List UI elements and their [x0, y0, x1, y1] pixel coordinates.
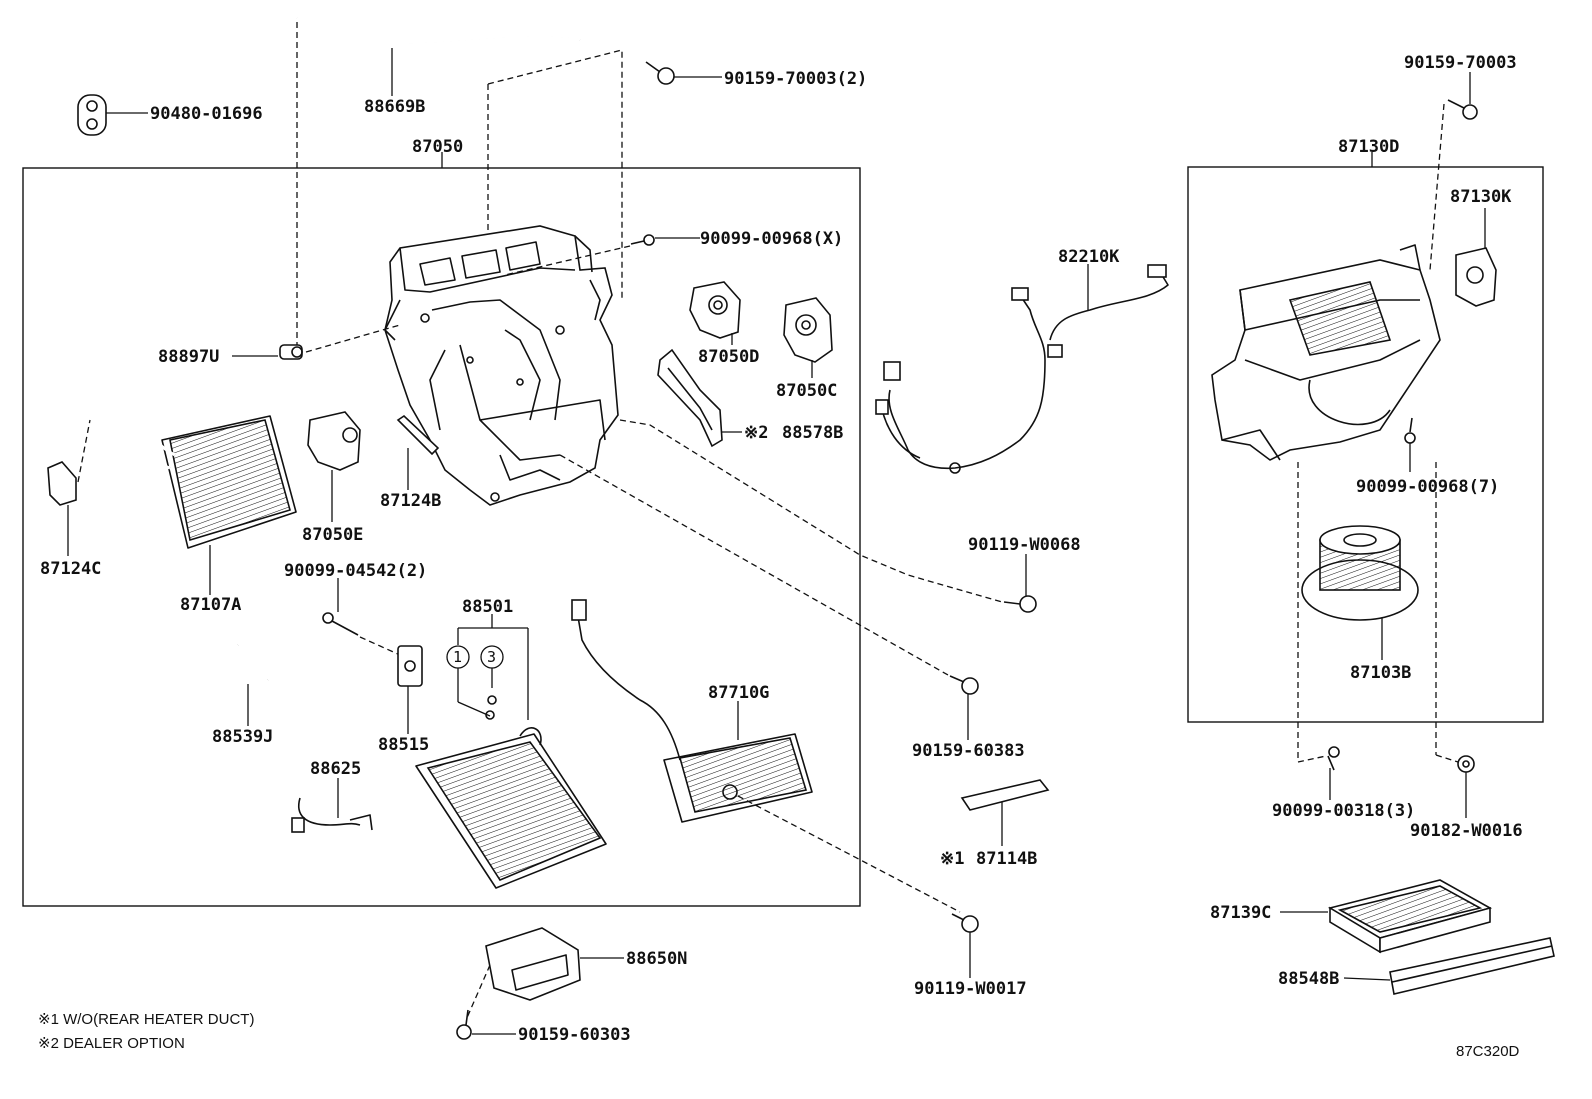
nut-icon — [1457, 755, 1475, 773]
right-assembly-box — [1187, 166, 1544, 723]
screw-icon — [630, 234, 655, 246]
flange-bolt-icon — [951, 913, 979, 933]
part-label: 88669B — [364, 97, 425, 117]
actuator-icon — [1455, 247, 1497, 307]
diagram-code: 87C320D — [1456, 1043, 1520, 1060]
assembly-label: 87050 — [412, 137, 463, 157]
wo-rear-duct-marker: ※1 — [940, 849, 964, 869]
seal-strip-icon — [396, 414, 440, 456]
part-label: 90159-70003 — [1404, 53, 1517, 73]
bolt-icon — [456, 1009, 472, 1040]
actuator-icon — [689, 281, 741, 339]
part-label: 87130K — [1450, 187, 1512, 207]
screw-icon — [1327, 746, 1340, 771]
part-label: 90119-W0017 — [914, 979, 1027, 999]
callout-number: 1 — [453, 648, 462, 666]
part-label: 88578B — [782, 423, 843, 443]
heater-core-icon — [63, 368, 297, 549]
servo-motor-icon — [783, 297, 833, 363]
heater-unit-case-icon — [384, 225, 619, 506]
part-label: 90159-70003(2) — [724, 69, 867, 89]
evaporator-icon — [415, 727, 607, 889]
part-label: 87124C — [40, 559, 101, 579]
part-label: 88548B — [1278, 969, 1339, 989]
cabin-filter-icon — [1327, 879, 1493, 954]
callout-circle — [480, 645, 504, 669]
long-bolt-icon — [322, 612, 359, 636]
part-label: 88539J — [212, 727, 273, 747]
footnote: ※1 W/O(REAR HEATER DUCT) — [38, 1011, 254, 1028]
screw-icon — [1404, 417, 1416, 444]
blower-motor-icon — [1301, 525, 1419, 621]
part-label: 87139C — [1210, 903, 1271, 923]
small-hose-icon — [233, 644, 270, 687]
part-label: 90159-60383 — [912, 741, 1025, 761]
assembly-label: 87130D — [1338, 137, 1399, 157]
part-label: 88501 — [462, 597, 513, 617]
grommet-icon — [77, 94, 107, 136]
dealer-option-marker: ※2 — [744, 423, 768, 443]
ptc-heater-icon — [571, 599, 813, 823]
flange-bolt-icon — [949, 675, 979, 695]
part-label: 87050D — [698, 347, 759, 367]
part-label: 90182-W0016 — [1410, 821, 1523, 841]
bolt-icon — [645, 61, 675, 85]
part-label: 87050E — [302, 525, 363, 545]
footnote: ※2 DEALER OPTION — [38, 1035, 185, 1052]
part-label: 87050C — [776, 381, 837, 401]
duct-clip-icon — [960, 779, 1050, 811]
part-label: 90480-01696 — [150, 104, 263, 124]
part-label: 87710G — [708, 683, 769, 703]
part-label: 90119-W0068 — [968, 535, 1081, 555]
part-label: 82210K — [1058, 247, 1120, 267]
callout-number: 3 — [487, 648, 496, 666]
part-label: 87124B — [380, 491, 441, 511]
damper-motor-icon — [307, 411, 361, 471]
part-label: 87103B — [1350, 663, 1411, 683]
part-label: 90099-00318(3) — [1272, 801, 1415, 821]
part-label: 88650N — [626, 949, 687, 969]
expansion-valve-icon — [397, 645, 423, 687]
part-label: 90099-00968(7) — [1356, 477, 1499, 497]
clip-icon — [279, 344, 303, 360]
part-label: 90099-04542(2) — [284, 561, 427, 581]
bracket-icon — [657, 348, 723, 448]
part-label: 88625 — [310, 759, 361, 779]
hose-icon — [296, 16, 581, 46]
callout-circle — [446, 645, 470, 669]
blower-case-icon — [1211, 244, 1441, 461]
bolt-icon — [1447, 99, 1478, 120]
clamp-icon — [47, 461, 77, 506]
part-label: 88897U — [158, 347, 219, 367]
control-module-icon — [485, 927, 581, 1001]
part-label: 87114B — [976, 849, 1037, 869]
sensor-icon — [291, 797, 373, 833]
part-label: 88515 — [378, 735, 429, 755]
part-label: 87107A — [180, 595, 241, 615]
part-label: 90159-60303 — [518, 1025, 631, 1045]
flange-bolt-icon — [1003, 595, 1037, 613]
filter-strip-icon — [1389, 937, 1555, 995]
wire-harness-icon — [875, 264, 1169, 474]
part-label: 90099-00968(X) — [700, 229, 843, 249]
